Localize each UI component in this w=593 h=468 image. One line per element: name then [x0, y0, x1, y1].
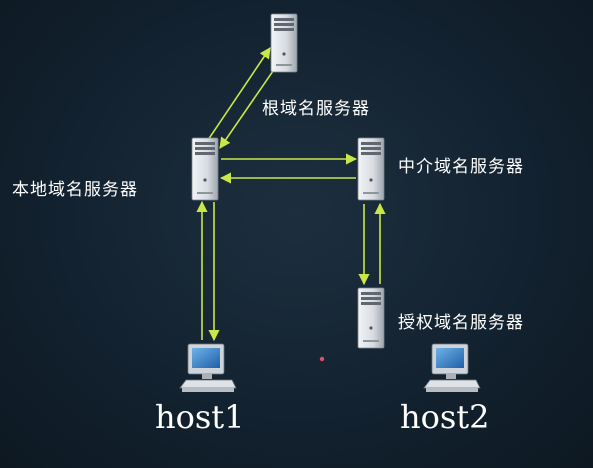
arrow-root-to-local	[219, 57, 283, 149]
arrow-local-to-root	[207, 47, 271, 141]
root-server-label: 根域名服务器	[262, 99, 370, 119]
decorative-dot	[319, 356, 325, 362]
host2-computer-icon	[423, 343, 481, 392]
intermediate-server-icon	[357, 137, 385, 201]
local-server-icon	[191, 137, 219, 201]
authoritative-server-label: 授权域名服务器	[398, 313, 524, 333]
authoritative-server-icon	[357, 287, 385, 349]
local-server-label: 本地域名服务器	[12, 180, 138, 200]
intermediate-server-label: 中介域名服务器	[398, 157, 524, 177]
host2-label: host2	[400, 398, 490, 436]
root-server-icon	[270, 13, 298, 73]
host1-label: host1	[155, 398, 245, 436]
host1-computer-icon	[179, 343, 237, 392]
